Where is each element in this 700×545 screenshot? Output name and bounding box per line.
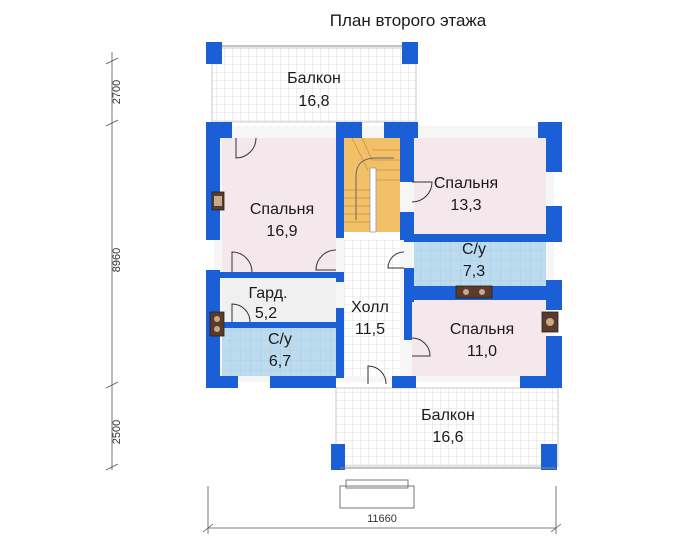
svg-text:7,3: 7,3 <box>463 263 485 280</box>
room-label-balcony-top: Балкон 16,8 <box>287 70 341 110</box>
svg-text:Гард.: Гард. <box>249 285 288 302</box>
dim-top-balcony: 2700 <box>111 80 123 104</box>
room-label-bath-right: С/у 7,3 <box>462 241 486 280</box>
stoop-outline <box>339 479 415 509</box>
dim-house-depth: 8960 <box>111 248 123 272</box>
balcony-top <box>206 42 418 123</box>
room-label-bedroom-bottom-right: Спальня 11,0 <box>450 321 514 360</box>
room-label-bedroom-top-right: Спальня 13,3 <box>434 175 498 214</box>
bedroom-top-right-fill <box>414 138 546 234</box>
plan-title: План второго этажа <box>330 11 487 30</box>
svg-text:Холл: Холл <box>351 299 389 316</box>
room-label-bedroom-left: Спальня 16,9 <box>250 201 314 240</box>
svg-text:Балкон: Балкон <box>421 407 475 424</box>
bath-left-fill <box>222 326 336 376</box>
room-label-hall: Холл 11,5 <box>351 299 389 338</box>
room-label-balcony-bottom: Балкон 16,6 <box>421 407 475 446</box>
dim-total-width: 11660 <box>367 513 397 525</box>
svg-text:С/у: С/у <box>268 331 292 348</box>
dimension-lines <box>105 52 562 534</box>
svg-text:13,3: 13,3 <box>450 197 481 214</box>
svg-text:Спальня: Спальня <box>450 321 514 338</box>
bath-fixtures <box>209 191 559 337</box>
svg-text:Балкон: Балкон <box>287 70 341 87</box>
svg-text:5,2: 5,2 <box>255 305 277 322</box>
hall-tile <box>344 240 400 376</box>
svg-text:Спальня: Спальня <box>250 201 314 218</box>
svg-text:16,6: 16,6 <box>432 429 463 446</box>
svg-text:С/у: С/у <box>462 241 486 258</box>
svg-text:16,8: 16,8 <box>298 93 329 110</box>
balcony-bottom <box>331 387 559 470</box>
svg-text:11,5: 11,5 <box>355 321 385 338</box>
door-swings <box>231 137 433 385</box>
dim-bottom-balcony: 2500 <box>111 420 123 444</box>
room-label-wardrobe: Гард. 5,2 <box>249 285 288 322</box>
svg-text:16,9: 16,9 <box>266 223 297 240</box>
svg-text:6,7: 6,7 <box>269 353 291 370</box>
svg-text:Спальня: Спальня <box>434 175 498 192</box>
svg-text:11,0: 11,0 <box>467 343 497 360</box>
bath-right-fill <box>414 240 546 286</box>
staircase <box>344 137 400 233</box>
room-label-bath-left: С/у 6,7 <box>268 331 292 370</box>
bedroom-bottom-right-fill <box>412 300 546 376</box>
wardrobe-fill <box>222 278 336 322</box>
bedroom-left-fill <box>222 138 336 272</box>
